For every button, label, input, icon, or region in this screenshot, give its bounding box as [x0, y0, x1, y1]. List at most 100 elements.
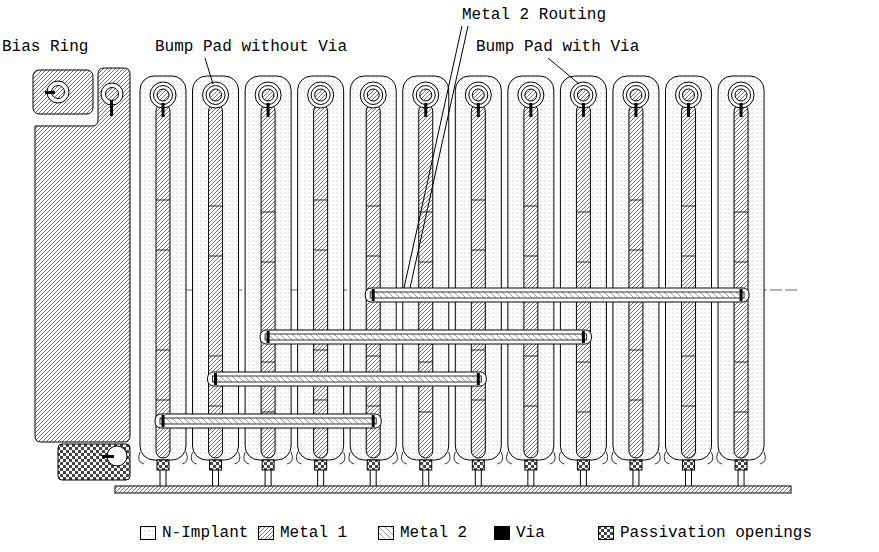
legend-text: Metal 2 — [400, 524, 467, 542]
bias-link — [533, 470, 534, 486]
leader-line — [548, 58, 579, 84]
bias-link — [370, 470, 371, 486]
passivation-opening — [735, 460, 747, 470]
bump-pad-ring — [574, 86, 593, 105]
callout-text: Metal 2 Routing — [462, 6, 606, 24]
metal2-route — [365, 288, 749, 302]
legend-item: Metal 1 — [258, 524, 347, 542]
swatch-fill — [379, 527, 394, 540]
metal2-route-core — [370, 292, 744, 298]
via — [102, 455, 114, 458]
passivation-opening — [525, 460, 537, 470]
segment-tick — [156, 350, 170, 351]
bump-pad-ring — [679, 86, 698, 105]
segment-tick — [366, 356, 380, 357]
legend-swatch — [378, 526, 394, 540]
segment-tick — [524, 256, 538, 257]
metal2-route — [155, 414, 381, 428]
callout-label: Bias Ring — [2, 38, 88, 56]
passivation-opening — [683, 460, 695, 470]
swatch-fill — [259, 527, 274, 540]
legend-text: Via — [516, 524, 545, 542]
bump-pad — [203, 82, 229, 108]
segment-tick — [682, 356, 696, 357]
segment-tick — [629, 200, 643, 201]
passivation-opening — [210, 460, 222, 470]
segment-tick — [366, 256, 380, 257]
bias-link — [376, 470, 377, 486]
segment-tick — [261, 212, 275, 213]
bias-link — [218, 470, 219, 486]
implant-strip — [193, 76, 239, 460]
swatch-fill — [495, 527, 510, 540]
segment-tick — [682, 206, 696, 207]
via — [267, 331, 270, 343]
implant-strip — [718, 76, 764, 460]
legend-swatch — [140, 526, 156, 540]
bump-pad-ring — [626, 86, 645, 105]
metal1-strip — [209, 104, 223, 458]
metal1-strip — [419, 104, 433, 458]
legend-text: N-Implant — [162, 524, 248, 542]
bump-pad-inner — [472, 89, 484, 101]
bump-pad-inner — [683, 89, 695, 101]
implant-strip — [245, 76, 291, 460]
passivation-opening — [577, 460, 589, 470]
via — [162, 103, 165, 117]
legend-swatch — [494, 526, 510, 540]
legend-swatch — [258, 526, 274, 540]
via — [110, 100, 113, 116]
implant-strip — [140, 76, 186, 460]
callout-text: Bump Pad without Via — [155, 38, 347, 56]
segment-tick — [314, 200, 328, 201]
bias-link — [475, 470, 476, 486]
bump-pad-inner — [262, 89, 274, 101]
swatch-fill — [141, 527, 156, 540]
bump-pad-inner — [420, 89, 432, 101]
bias-link — [317, 470, 318, 486]
segment-tick — [209, 406, 223, 407]
segment-tick — [682, 256, 696, 257]
bump-pad-inner — [577, 89, 589, 101]
callout-text: Bias Ring — [2, 38, 88, 56]
metal1-strip — [682, 104, 696, 458]
bias-link — [271, 470, 272, 486]
segment-tick — [156, 250, 170, 251]
segment-tick — [629, 350, 643, 351]
callout-text: Bump Pad with Via — [476, 38, 639, 56]
segment-tick — [629, 250, 643, 251]
segment-tick — [209, 206, 223, 207]
bump-pad-ring — [732, 86, 751, 105]
bias-ring — [35, 68, 130, 442]
via — [634, 103, 637, 117]
bias-link — [265, 470, 266, 486]
bump-pad-ring — [364, 86, 383, 105]
metal1-strip — [576, 104, 590, 458]
segment-tick — [682, 406, 696, 407]
via — [372, 415, 375, 427]
bump-pad-ring — [311, 86, 330, 105]
segment-tick — [471, 200, 485, 201]
bias-link — [580, 470, 581, 486]
bias-link — [691, 470, 692, 486]
segment-tick — [734, 412, 748, 413]
segment-tick — [524, 406, 538, 407]
segment-tick — [419, 362, 433, 363]
swatch-fill — [599, 527, 614, 540]
segment-tick — [314, 250, 328, 251]
segment-tick — [366, 206, 380, 207]
bias-link — [481, 470, 482, 486]
bias-link — [166, 470, 167, 486]
leader-line — [410, 26, 468, 288]
via — [477, 373, 480, 385]
bias-link — [744, 470, 745, 486]
metal2-route-core — [160, 418, 376, 424]
legend-text: Passivation openings — [620, 524, 812, 542]
segment-tick — [734, 362, 748, 363]
segment-tick — [471, 250, 485, 251]
metal1-strip — [314, 104, 328, 458]
callout-label: Bump Pad without Via — [155, 38, 347, 56]
bias-link — [638, 470, 639, 486]
metal2-route — [208, 372, 487, 386]
